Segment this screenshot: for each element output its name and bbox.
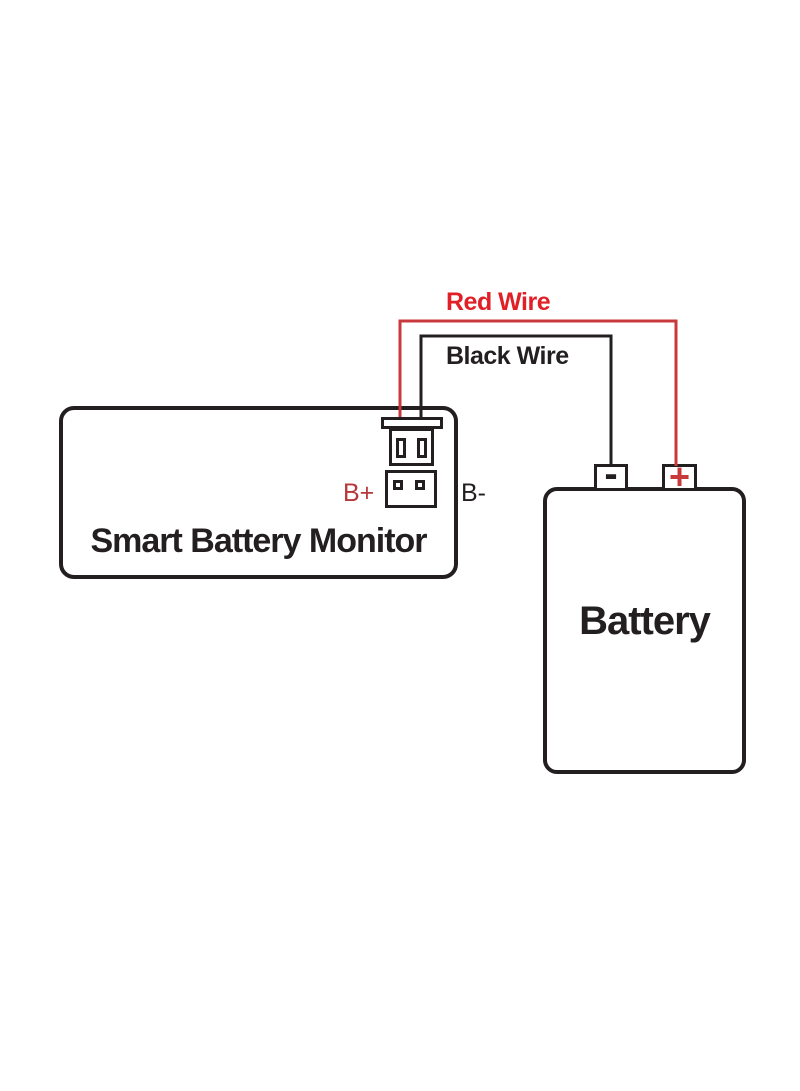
terminal-plus: +: [662, 458, 697, 494]
battery-box: [543, 487, 746, 774]
battery-label: Battery: [579, 599, 711, 643]
pin-slot-icon: [417, 438, 427, 458]
b-minus-label: B-: [461, 479, 486, 507]
red-wire-line: [398, 319, 678, 466]
terminal-minus: -: [594, 454, 628, 494]
b-plus-label: B+: [343, 479, 375, 507]
black-wire-line: [419, 334, 613, 466]
connector-flange: [381, 417, 443, 429]
monitor-label: Smart Battery Monitor: [90, 522, 427, 560]
pin-slot-icon: [396, 438, 406, 458]
pin-hole-icon: [393, 480, 403, 490]
black-wire-label: Black Wire: [446, 342, 569, 370]
minus-symbol: -: [604, 451, 618, 496]
plus-symbol: +: [668, 455, 691, 497]
connector-plug: [389, 428, 434, 466]
connector-socket: [385, 470, 437, 508]
red-wire-label: Red Wire: [446, 288, 551, 316]
pin-hole-icon: [415, 480, 425, 490]
